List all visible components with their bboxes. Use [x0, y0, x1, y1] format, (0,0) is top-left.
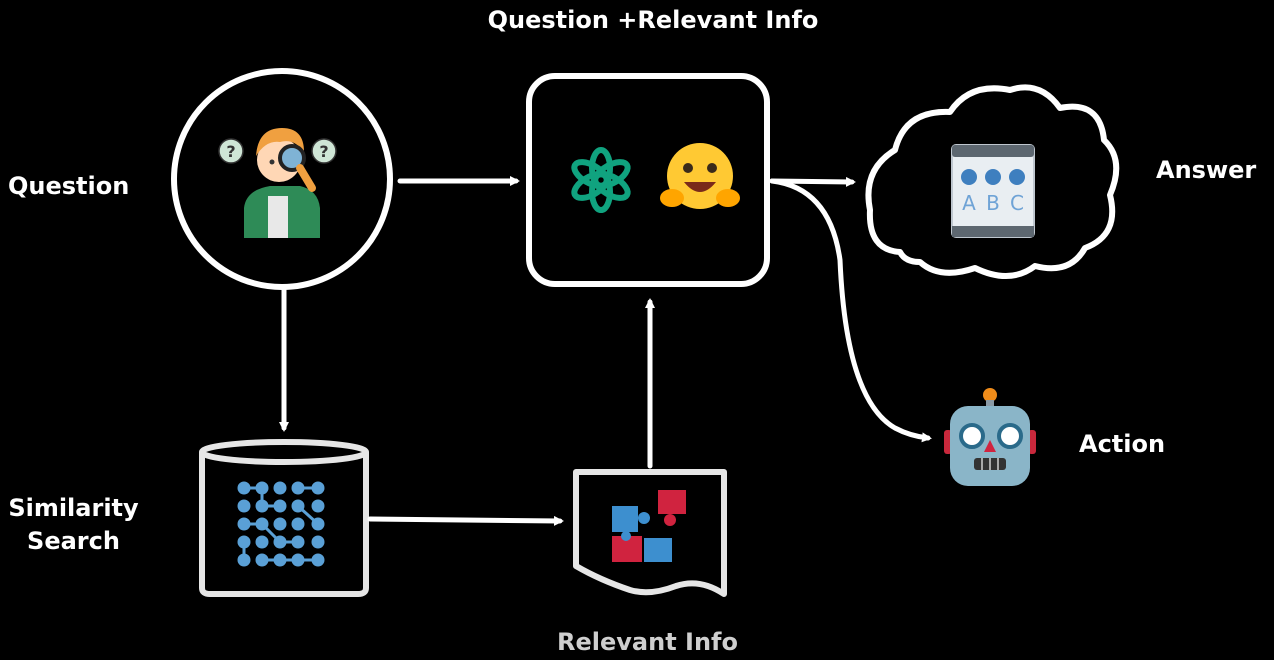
arrow-llm-to-action [769, 178, 932, 443]
hugging-face-icon [660, 143, 740, 209]
llm-node [526, 73, 770, 287]
relevant-info-node [573, 469, 727, 597]
similarity-label-line1: Similarity [8, 494, 139, 522]
arrow-db-to-relinfo [367, 515, 564, 526]
quiz-letter-a: A [962, 191, 976, 215]
relevant-info-label: Relevant Info [557, 628, 738, 656]
llm-input-label: Question +Relevant Info [487, 6, 819, 34]
similarity-label-line2: Search [27, 527, 120, 555]
similarity-search-label: Similarity Search [6, 492, 141, 558]
robot-icon [944, 388, 1036, 486]
quiz-letter-c: C [1010, 191, 1024, 215]
svg-text:?: ? [319, 142, 328, 161]
vector-database-node [199, 439, 369, 597]
svg-text:?: ? [226, 142, 235, 161]
person-magnifier-icon: ? ? [218, 128, 337, 238]
question-label: Question [8, 172, 130, 200]
neural-grid-icon [237, 481, 325, 567]
question-node: ? ? [171, 68, 393, 290]
answer-node: A B C [865, 84, 1120, 279]
openai-logo-icon [571, 147, 631, 213]
answer-label: Answer [1156, 156, 1257, 184]
arrows [279, 176, 932, 526]
quiz-letter-b: B [986, 191, 1000, 215]
quiz-abc-icon: A B C [951, 144, 1035, 238]
action-label: Action [1079, 430, 1166, 458]
puzzle-icon [612, 490, 686, 562]
